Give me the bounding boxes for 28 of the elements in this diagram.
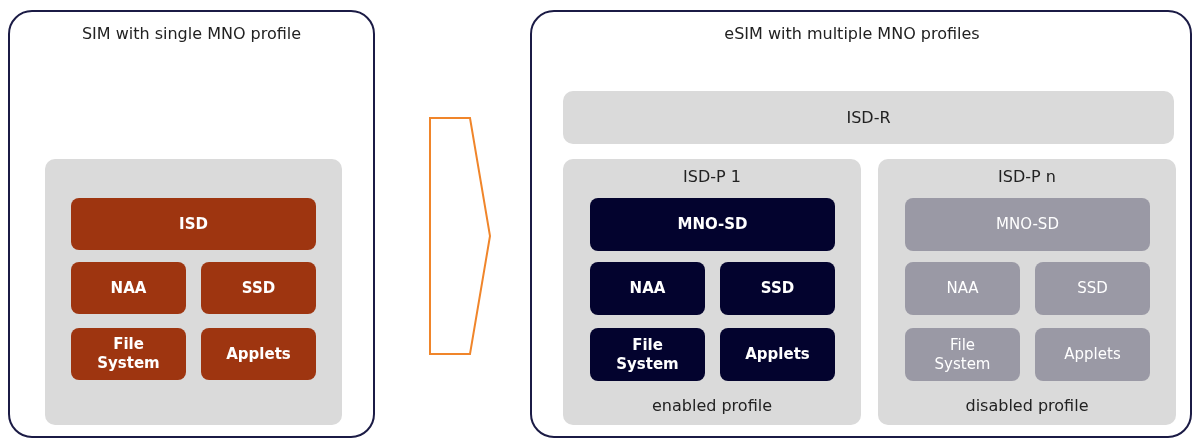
domain-panel [563, 159, 861, 425]
domain-title: ISD-P n [997, 167, 1057, 186]
module-block: SSD [720, 262, 835, 315]
status-label: disabled profile [964, 396, 1090, 415]
module-block: SSD [201, 262, 316, 314]
module-block: NAA [71, 262, 186, 314]
module-block: File System [71, 328, 186, 380]
panel-title: eSIM with multiple MNO profiles [723, 24, 981, 43]
domain-title: ISD-P 1 [682, 167, 742, 186]
module-block: NAA [905, 262, 1020, 315]
domain-bar: ISD-R [563, 91, 1174, 144]
domain-panel [878, 159, 1176, 425]
device-panel [530, 10, 1192, 438]
module-block: MNO-SD [590, 198, 835, 251]
panel-title: SIM with single MNO profile [80, 24, 303, 43]
device-panel [8, 10, 375, 438]
module-block: File System [905, 328, 1020, 381]
chevron-arrow [429, 117, 491, 355]
module-block: NAA [590, 262, 705, 315]
status-label: enabled profile [651, 396, 773, 415]
module-block: ISD [71, 198, 316, 250]
module-block: Applets [201, 328, 316, 380]
module-block: MNO-SD [905, 198, 1150, 251]
module-block: Applets [720, 328, 835, 381]
module-block: Applets [1035, 328, 1150, 381]
module-block: SSD [1035, 262, 1150, 315]
module-block: File System [590, 328, 705, 381]
domain-panel [45, 159, 342, 425]
